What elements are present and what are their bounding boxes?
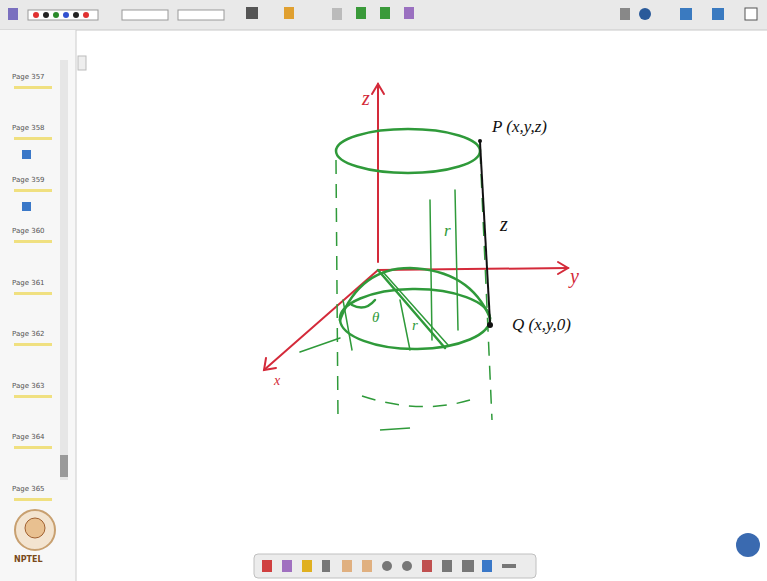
page-thumbnail-label: Page 358	[12, 125, 45, 132]
axis-label: y	[570, 266, 579, 286]
page-thumbnail-label: Page 359	[12, 177, 45, 184]
radius-label: r	[412, 318, 418, 333]
radius-label: r	[444, 222, 451, 239]
page-thumbnail-label: Page 365	[12, 486, 45, 493]
axis-label: x	[274, 374, 280, 388]
page-thumbnail-label: Page 362	[12, 331, 45, 338]
angle-label: θ	[372, 310, 379, 325]
axis-label: z	[362, 88, 370, 108]
page-thumbnail-label: Page 363	[12, 383, 45, 390]
point-label: Q (x,y,0)	[512, 316, 571, 333]
page-thumbnail-label: Page 364	[12, 434, 45, 441]
logo-text: NPTEL	[14, 556, 43, 564]
point-label: P (x,y,z)	[492, 118, 547, 135]
page-thumbnail-label: Page 361	[12, 280, 45, 287]
height-label: z	[500, 214, 508, 234]
page-thumbnail-label: Page 357	[12, 74, 45, 81]
page-thumbnail-label: Page 360	[12, 228, 45, 235]
